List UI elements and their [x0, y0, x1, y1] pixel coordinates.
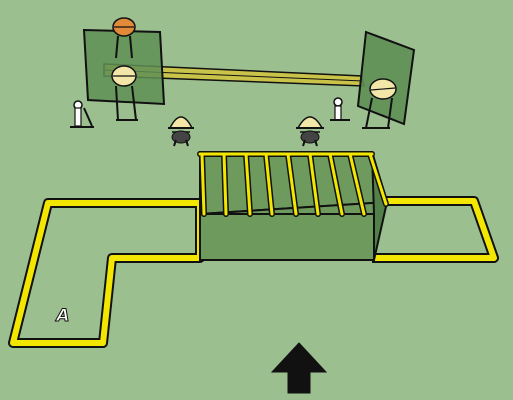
right-guard-character[interactable]	[296, 116, 324, 147]
left-white-post	[70, 100, 94, 128]
left-guard-character[interactable]	[168, 116, 194, 147]
right-track-zone[interactable]	[372, 196, 499, 263]
right-glass-panel[interactable]	[356, 30, 416, 129]
left-panel-figure-front	[111, 65, 138, 121]
up-arrow-icon[interactable]	[270, 342, 328, 394]
zone-label: A	[54, 306, 69, 326]
right-white-post	[330, 97, 350, 121]
roof-slats	[197, 151, 389, 217]
left-panel-figure-back	[112, 17, 136, 59]
left-glass-panel[interactable]	[82, 17, 166, 121]
right-panel-figure	[362, 78, 397, 129]
